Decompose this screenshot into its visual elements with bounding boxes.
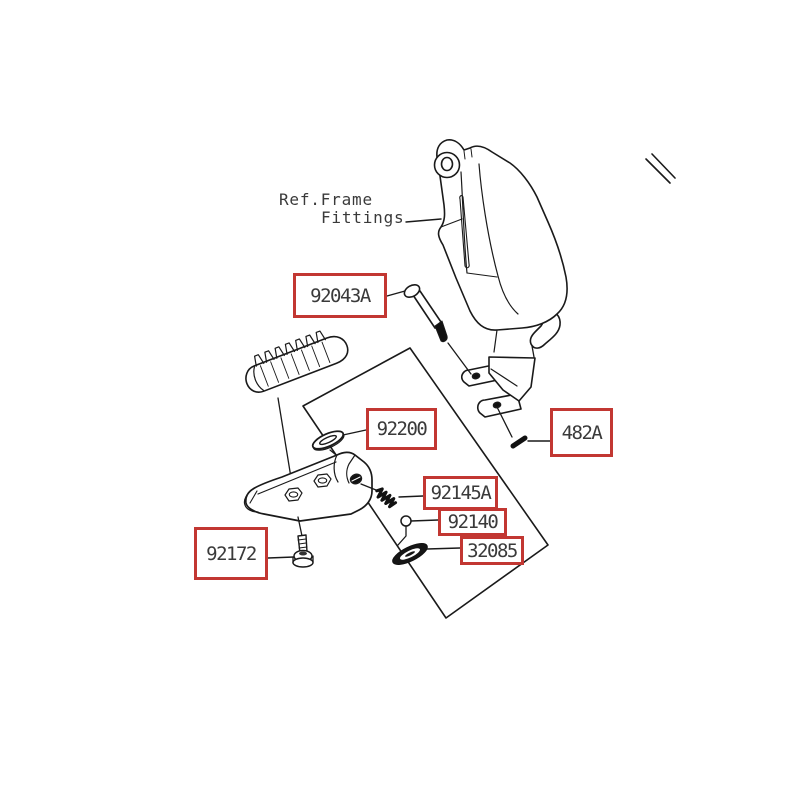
leader-line-92145a: [398, 495, 424, 498]
part-label-92200[interactable]: 92200: [366, 408, 437, 450]
bolt-92043a-illustration: [386, 283, 472, 375]
assembly-plane-outline: [302, 347, 549, 619]
washer-32085-illustration: [392, 543, 461, 565]
part-label-92140[interactable]: 92140: [438, 508, 507, 536]
corner-stub-lines: [645, 153, 676, 184]
part-number: 32085: [467, 539, 518, 562]
leader-line-92140: [410, 519, 439, 522]
part-number: 482A: [561, 421, 603, 444]
part-label-32085[interactable]: 32085: [460, 536, 524, 565]
reference-note-line1: Ref.Frame: [279, 190, 373, 209]
part-label-92172[interactable]: 92172: [194, 527, 268, 580]
part-label-482a[interactable]: 482A: [550, 408, 613, 457]
bolt-92172-illustration: [267, 534, 314, 568]
ball-92140-illustration: [397, 515, 439, 546]
leader-line-92172: [297, 516, 303, 537]
leader-line-92172-box: [267, 556, 295, 559]
part-number: 92145A: [430, 482, 492, 504]
leader-line-92200: [342, 429, 367, 436]
part-label-92043a[interactable]: 92043A: [293, 273, 387, 318]
spring-92145a-illustration: [375, 487, 424, 509]
reference-note-line2: Fittings: [321, 208, 405, 227]
footpeg-illustration: [243, 451, 382, 537]
part-number: 92172: [206, 542, 257, 565]
leader-line-92043a: [386, 290, 406, 297]
washer-92200-illustration: [311, 429, 367, 460]
part-number: 92140: [447, 511, 499, 533]
part-label-92145a[interactable]: 92145A: [423, 476, 498, 510]
pin-482a-illustration: [496, 406, 551, 449]
part-number: 92043A: [310, 284, 371, 307]
part-number: 92200: [376, 418, 428, 440]
reference-note: Ref.Frame Fittings: [279, 191, 404, 227]
footpeg-rubber-illustration: [245, 330, 349, 491]
frame-bracket-illustration: [433, 139, 568, 418]
leader-line-32085: [426, 547, 461, 550]
leader-line-ref-frame: [405, 218, 442, 223]
